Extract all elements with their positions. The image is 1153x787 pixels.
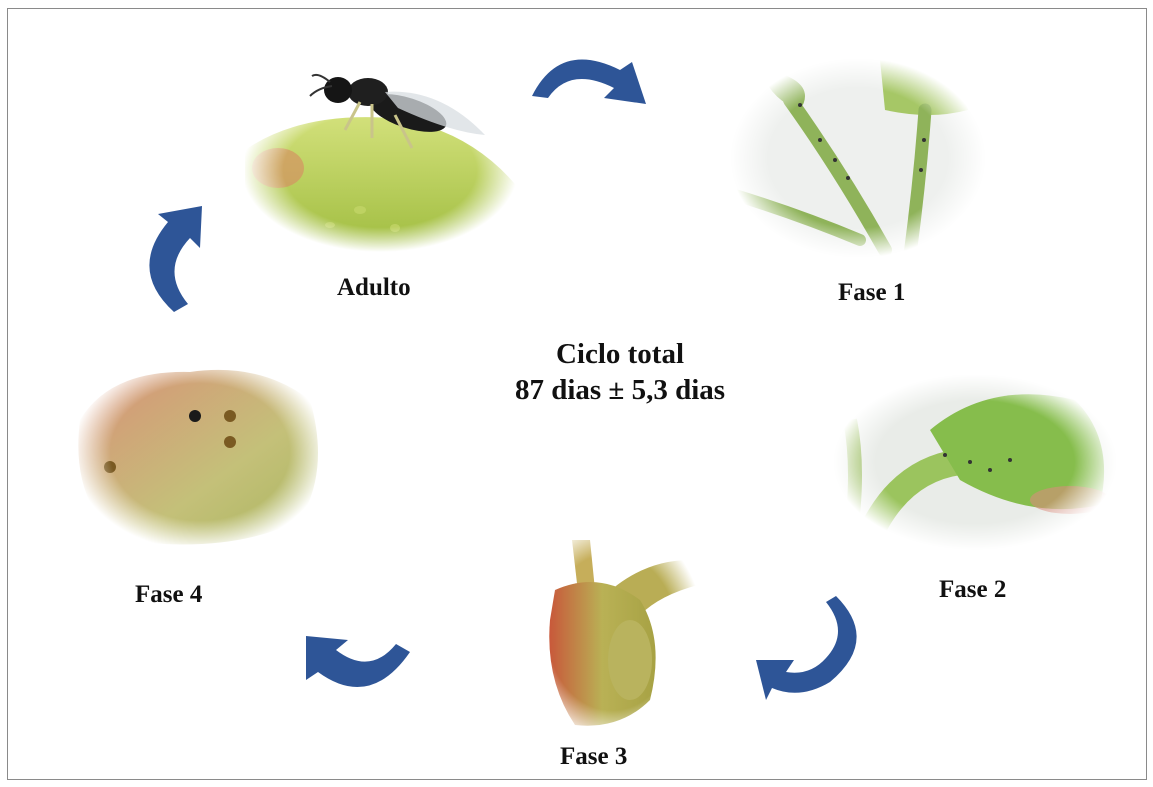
- stage-label-fase4: Fase 4: [135, 581, 202, 609]
- curved-arrow-icon: [756, 596, 857, 700]
- curved-arrow-icon: [149, 206, 202, 312]
- cycle-duration: 87 dias ± 5,3 dias: [440, 372, 800, 408]
- stage-label-adulto: Adulto: [337, 274, 411, 302]
- cycle-summary: Ciclo total 87 dias ± 5,3 dias: [440, 336, 800, 408]
- fase3-photo: [520, 525, 705, 745]
- curved-arrow-icon: [532, 60, 646, 104]
- stage-label-fase1: Fase 1: [838, 279, 905, 307]
- stage-label-fase3: Fase 3: [560, 743, 627, 771]
- cycle-title: Ciclo total: [440, 336, 800, 372]
- curved-arrow-icon: [306, 636, 410, 687]
- fase4-photo: [70, 352, 330, 552]
- stage-label-fase2: Fase 2: [939, 576, 1006, 604]
- fase1-photo: [728, 58, 988, 258]
- fase2-photo: [830, 375, 1120, 555]
